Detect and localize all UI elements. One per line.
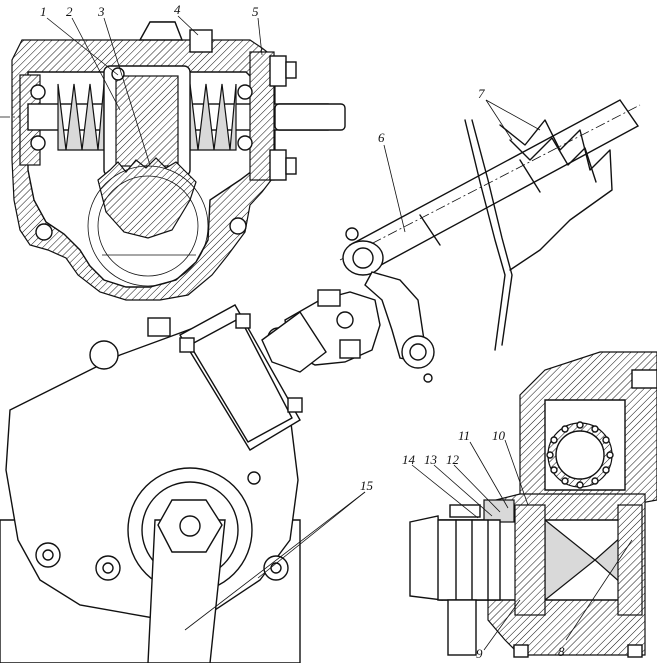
rubber-boot <box>499 119 613 271</box>
clamp-bolt <box>345 227 359 241</box>
bearing-ball-top-left <box>30 84 46 100</box>
callout-4: 4 <box>174 2 181 17</box>
end-cover-external <box>179 304 301 451</box>
bearing-rollers <box>546 421 614 489</box>
cover-nut-top <box>285 61 297 79</box>
bearing-ball-bottom-right <box>237 135 253 151</box>
cover-bolt-2 <box>287 397 303 413</box>
shaft-clamp-bore <box>352 247 374 269</box>
callout-13: 13 <box>424 452 438 467</box>
callout-15: 15 <box>360 478 374 493</box>
spline-lines <box>455 519 489 601</box>
lower-yoke <box>261 310 327 373</box>
lower-seal-8 <box>627 644 643 658</box>
side-boss <box>247 471 261 485</box>
bearing-ball-bottom-left <box>30 135 46 151</box>
callout-1: 1 <box>40 4 47 19</box>
sector-shaft-nut <box>409 515 443 601</box>
sector-bearing-outer <box>87 165 209 287</box>
bushing-right <box>617 504 643 616</box>
rubber-boot-fold <box>509 137 597 183</box>
callout-7: 7 <box>478 86 485 101</box>
roller-bearing-bore <box>555 430 605 480</box>
bearing-ball-top-right <box>237 84 253 100</box>
input-shaft-stub <box>89 340 119 370</box>
shaft-axis <box>339 104 641 261</box>
cover-bolt-1 <box>235 313 251 329</box>
sector-gear <box>97 157 197 239</box>
mount-bolt-left-core <box>42 549 54 561</box>
cover-nut-bottom <box>285 157 297 175</box>
mount-bolt-center-core <box>102 562 114 574</box>
steering-shaft <box>348 99 640 273</box>
yoke-grease-nipple <box>423 373 433 383</box>
callout-8: 8 <box>558 644 565 659</box>
roller-pin <box>111 67 125 81</box>
mount-hole-left <box>35 223 53 241</box>
callout-labels: 1 2 3 4 5 6 7 8 9 10 11 12 13 14 15 <box>40 2 565 661</box>
cover-bolt-bottom <box>269 149 287 181</box>
top-cap <box>138 21 184 41</box>
cover-bolt-3 <box>179 337 195 353</box>
worm-thread-right <box>189 83 237 151</box>
yoke-eye-bore <box>409 343 427 361</box>
leader-lines <box>46 15 633 651</box>
callout-10: 10 <box>492 428 506 443</box>
cover-bolt-top <box>269 55 287 87</box>
mount-bolt-right-core <box>270 562 282 574</box>
spider-cap-top <box>317 289 341 307</box>
sector-cover-tab <box>631 369 657 389</box>
shaft-joint-line-1 <box>419 214 441 246</box>
pitman-nut-center <box>179 515 201 537</box>
gearbox-external-view <box>0 304 303 663</box>
sector-bearing-inner <box>97 175 199 277</box>
floor-panel-inner <box>471 119 513 346</box>
roller-section <box>115 75 179 167</box>
bracket-lower <box>447 599 477 656</box>
callout-9: 9 <box>476 646 483 661</box>
spider-cap-bottom <box>339 339 361 359</box>
top-boss <box>147 317 171 337</box>
floor-panel <box>464 119 506 351</box>
filler-plug <box>189 29 213 53</box>
callout-6: 6 <box>378 130 385 145</box>
callout-3: 3 <box>97 4 105 19</box>
gearbox-section-view <box>0 21 346 301</box>
lower-seal-9 <box>513 644 529 658</box>
callout-5: 5 <box>252 4 259 19</box>
sector-shaft-section <box>409 351 657 658</box>
callout-2: 2 <box>66 4 73 19</box>
callout-12: 12 <box>446 452 460 467</box>
callout-14: 14 <box>402 452 416 467</box>
steering-column-assembly <box>261 99 641 383</box>
shaft-spline-end <box>437 519 501 601</box>
shaft-joint-line-2 <box>519 159 541 193</box>
mount-hole-right <box>229 217 247 235</box>
worm-thread-left <box>57 83 105 151</box>
retaining-ring-top <box>449 504 481 518</box>
input-shaft-end <box>274 103 346 131</box>
callout-11: 11 <box>458 428 470 443</box>
spider-bearing <box>336 311 354 329</box>
end-cover-flange <box>189 317 293 443</box>
bushing-outer <box>514 504 546 616</box>
